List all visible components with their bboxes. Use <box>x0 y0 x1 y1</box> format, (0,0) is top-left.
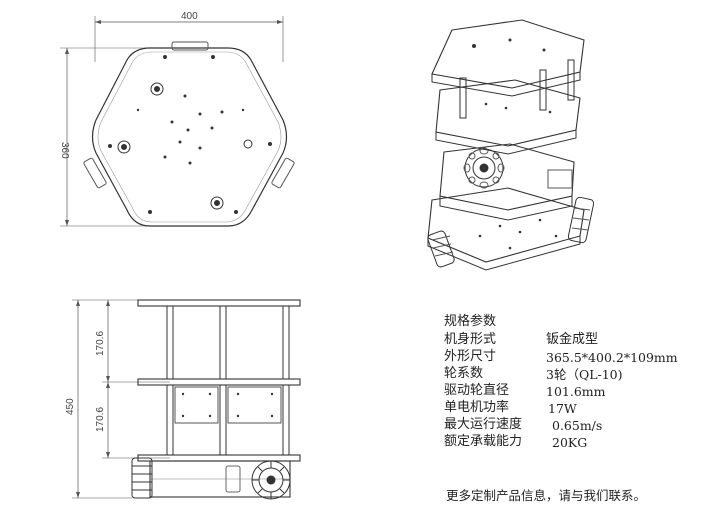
dim-width-label: 400 <box>181 11 198 22</box>
contact-note: 更多定制产品信息，请与我们联系。 <box>446 488 647 503</box>
spec-row-value: 0.65m/s <box>552 418 603 433</box>
spec-row-label: 外形尺寸 <box>444 349 497 364</box>
side-view <box>72 299 301 500</box>
spec-row-label: 轮系数 <box>444 366 484 381</box>
spec-row-value: 17W <box>548 401 577 416</box>
isometric-view <box>427 19 595 271</box>
dim-height-label: 360 <box>59 142 70 159</box>
spec-row-value: 20KG <box>552 435 588 450</box>
dim-total-label: 450 <box>65 398 76 415</box>
top-view <box>60 16 295 227</box>
dim-upper-label: 170.6 <box>95 331 106 356</box>
spec-row-value: 101.6mm <box>546 384 606 399</box>
spec-row-label: 最大运行速度 <box>444 417 523 432</box>
spec-row-label: 额定承载能力 <box>444 434 523 449</box>
dim-lower-label: 170.6 <box>95 407 106 432</box>
spec-row-value: 3轮（QL-10) <box>546 367 623 382</box>
spec-row-label: 驱动轮直径 <box>444 383 510 398</box>
spec-row-label: 单电机功率 <box>444 400 510 415</box>
spec-heading: 规格参数 <box>444 314 497 329</box>
spec-row-value: 365.5*400.2*109mm <box>546 350 678 365</box>
spec-row-value: 钣金成型 <box>546 332 599 347</box>
spec-row-label: 机身形式 <box>444 332 497 347</box>
